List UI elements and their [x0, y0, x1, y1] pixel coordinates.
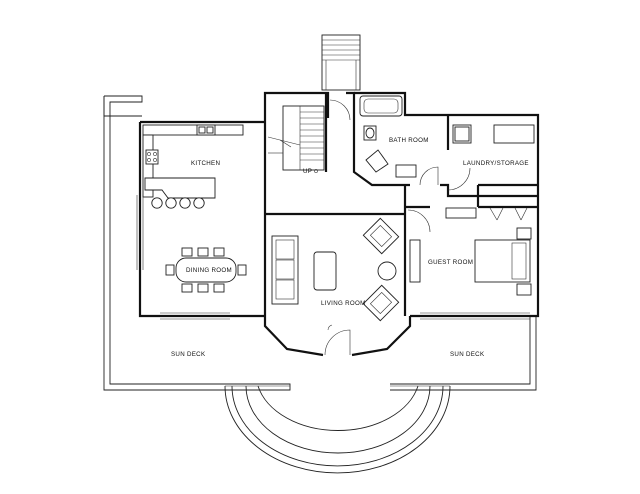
room-labels: KITCHEN DINING ROOM LIVING ROOM BATH ROO… [171, 137, 529, 358]
curved-deck [224, 385, 451, 474]
living-furniture [271, 217, 400, 356]
stair-up-label: UP [303, 168, 312, 175]
room-label-bath: BATH ROOM [389, 137, 429, 144]
north-entry-stair [321, 34, 361, 91]
bed [474, 239, 531, 283]
bar-stool [179, 197, 191, 209]
sofa [271, 235, 299, 305]
interior-walls [263, 93, 538, 316]
laundry-fixtures [447, 124, 535, 191]
room-label-sundeck-right: SUN DECK [450, 351, 485, 358]
room-label-guest: GUEST ROOM [428, 259, 473, 266]
bath-fixtures [329, 95, 439, 186]
room-label-sundeck-left: SUN DECK [171, 351, 206, 358]
deck-outline [103, 95, 537, 391]
room-label-living: LIVING ROOM [321, 300, 366, 307]
room-label-laundry: LAUNDRY/STORAGE [463, 160, 529, 167]
exterior-walls [138, 91, 540, 357]
internal-stair: UP [267, 105, 325, 175]
coffee-table [313, 251, 337, 291]
dining-table [165, 247, 247, 293]
room-label-dining: DINING ROOM [186, 267, 232, 274]
bar-stool [193, 197, 205, 209]
windows [136, 195, 530, 320]
bar-stool [151, 197, 163, 209]
guest-fixtures [407, 207, 532, 296]
bar-stool [165, 197, 177, 209]
kitchen-fixtures [142, 124, 244, 209]
room-label-kitchen: KITCHEN [191, 160, 220, 167]
side-table [377, 261, 397, 281]
